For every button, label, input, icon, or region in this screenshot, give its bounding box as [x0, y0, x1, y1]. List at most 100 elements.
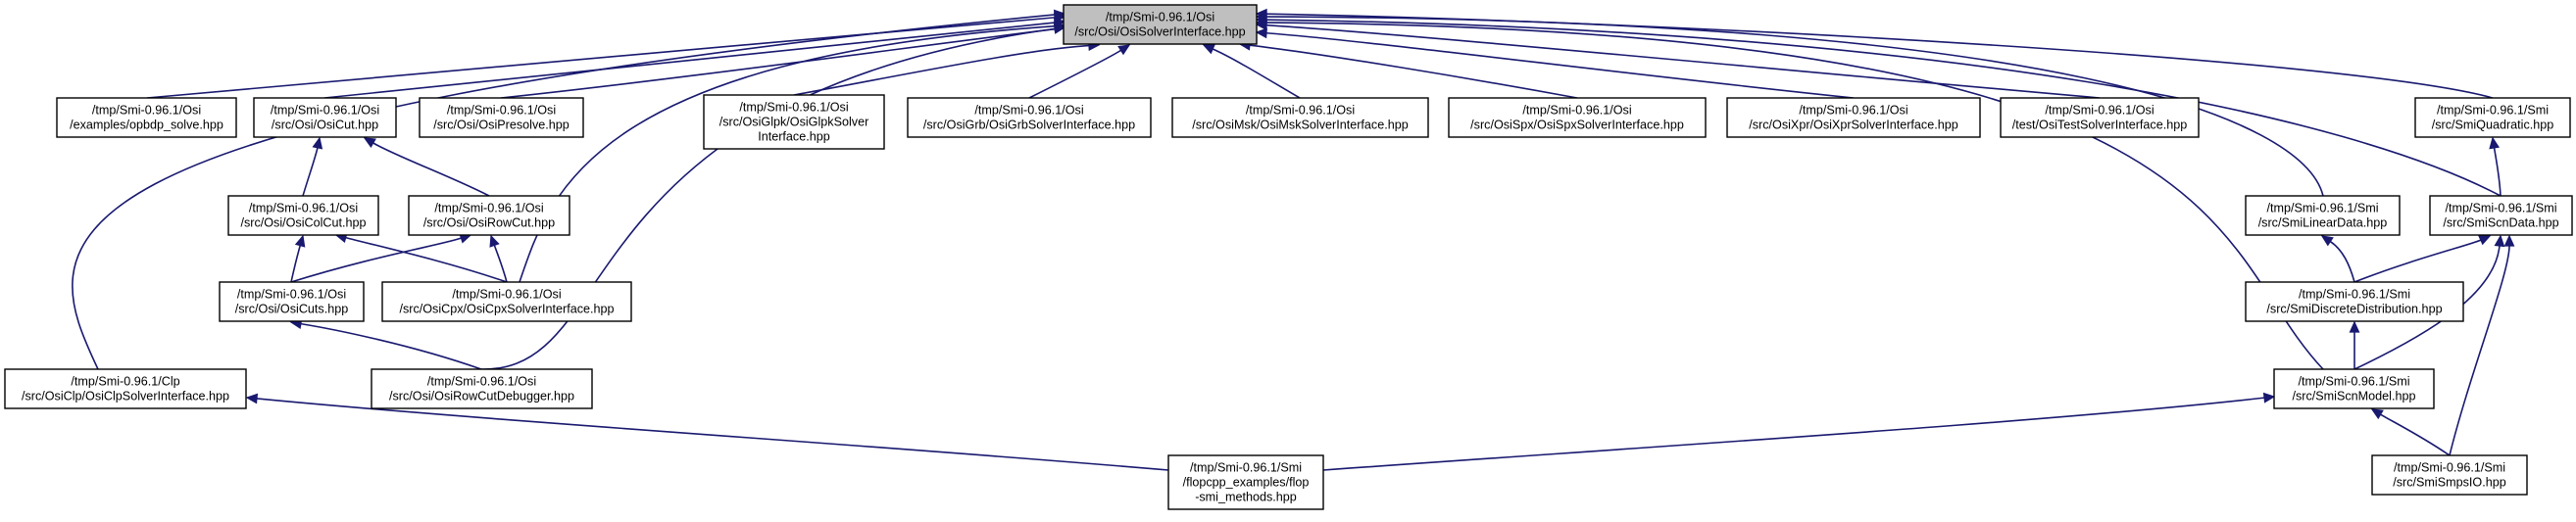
edge-msk-to-main — [1202, 44, 1301, 99]
node-test[interactable]: /tmp/Smi-0.96.1/Osi/test/OsiTestSolverIn… — [2000, 97, 2200, 138]
node-box — [227, 195, 379, 236]
node-lineardata[interactable]: /tmp/Smi-0.96.1/Smi/src/SmiLinearData.hp… — [2245, 195, 2401, 236]
node-label-line: /src/SmiScnData.hpp — [2443, 216, 2558, 230]
node-box — [2414, 97, 2571, 138]
edge-cuts-to-rowcut — [290, 233, 472, 283]
node-label-line: /src/Osi/OsiSolverInterface.hpp — [1074, 25, 1245, 39]
node-box — [56, 97, 237, 138]
node-label-line: /src/OsiGrb/OsiGrbSolverInterface.hpp — [923, 119, 1135, 132]
node-label-line: /src/Osi/OsiCuts.hpp — [235, 303, 348, 316]
edge-test-to-main — [1255, 20, 2101, 99]
node-discrete[interactable]: /tmp/Smi-0.96.1/Smi/src/SmiDiscreteDistr… — [2245, 281, 2464, 322]
node-rowcutdbg[interactable]: /tmp/Smi-0.96.1/Osi/src/Osi/OsiRowCutDeb… — [371, 368, 593, 409]
node-box — [381, 281, 632, 322]
node-box — [1167, 454, 1324, 510]
node-label-line: /tmp/Smi-0.96.1/Clp — [71, 375, 179, 389]
node-label-line: /src/Osi/OsiRowCutDebugger.hpp — [389, 390, 574, 403]
edge-presolve-to-main — [500, 22, 1078, 99]
node-label-line: /tmp/Smi-0.96.1/Osi — [447, 104, 556, 118]
arrowhead-icon — [2478, 235, 2492, 246]
edge-discrete-to-scndata — [2353, 235, 2492, 283]
node-label-line: /tmp/Smi-0.96.1/Osi — [249, 202, 358, 215]
node-label-line: /tmp/Smi-0.96.1/Osi — [452, 288, 561, 302]
node-flopc[interactable]: /tmp/Smi-0.96.1/Smi/flopcpp_examples/flo… — [1167, 454, 1324, 510]
node-box — [2273, 368, 2435, 409]
edge-line — [146, 17, 1056, 99]
node-rowcut[interactable]: /tmp/Smi-0.96.1/Osi/src/Osi/OsiRowCut.hp… — [408, 195, 570, 236]
node-smpsio[interactable]: /tmp/Smi-0.96.1/Smi/src/SmiSmpsIO.hpp — [2371, 454, 2528, 496]
node-box — [419, 97, 584, 138]
edge-line — [1265, 31, 1855, 99]
node-label-line: /examples/opbdp_solve.hpp — [70, 119, 223, 132]
edge-cpx-to-rowcut — [489, 234, 508, 283]
node-label-line: /tmp/Smi-0.96.1/Smi — [2445, 202, 2556, 215]
edge-line — [1265, 19, 2502, 197]
edge-line — [519, 24, 1056, 283]
edge-smpsio-to-scndata — [2449, 234, 2515, 456]
edge-line — [256, 398, 1169, 471]
node-main[interactable]: /tmp/Smi-0.96.1/Osi/src/Osi/OsiSolverInt… — [1063, 4, 1258, 45]
node-clp[interactable]: /tmp/Smi-0.96.1/Clp/src/OsiClp/OsiClpSol… — [4, 368, 247, 409]
node-label-line: /tmp/Smi-0.96.1/Osi — [1246, 104, 1355, 118]
node-colcut[interactable]: /tmp/Smi-0.96.1/Osi/src/Osi/OsiColCut.hp… — [227, 195, 379, 236]
edge-line — [72, 14, 1056, 370]
arrowhead-icon — [2262, 392, 2276, 403]
edge-cuts-to-colcut — [290, 234, 306, 283]
edge-rowcutdbg-to-cuts — [289, 318, 482, 370]
node-label-line: /tmp/Smi-0.96.1/Smi — [1190, 461, 1302, 475]
node-cuts[interactable]: /tmp/Smi-0.96.1/Osi/src/Osi/OsiCuts.hpp — [219, 281, 365, 322]
node-xpr[interactable]: /tmp/Smi-0.96.1/Osi/src/OsiXpr/OsiXprSol… — [1726, 97, 1981, 138]
edge-line — [1322, 397, 2265, 471]
node-scnmodel[interactable]: /tmp/Smi-0.96.1/Smi/src/SmiScnModel.hpp — [2273, 368, 2435, 409]
node-box — [2245, 281, 2464, 322]
node-glpk[interactable]: /tmp/Smi-0.96.1/Osi/src/OsiGlpk/OsiGlpkS… — [703, 94, 885, 150]
edge-rowcut-to-osicut — [363, 137, 490, 197]
edge-line — [493, 245, 508, 283]
arrowhead-icon — [245, 393, 259, 404]
node-label-line: Interface.hpp — [758, 130, 830, 144]
node-osicut[interactable]: /tmp/Smi-0.96.1/Osi/src/Osi/OsiCut.hpp — [253, 97, 397, 138]
node-msk[interactable]: /tmp/Smi-0.96.1/Osi/src/OsiMsk/OsiMskSol… — [1171, 97, 1429, 138]
edge-scnmodel-to-discrete — [2349, 320, 2360, 369]
edge-line — [1265, 16, 2324, 197]
arrowhead-icon — [2320, 235, 2334, 247]
node-label-line: /test/OsiTestSolverInterface.hpp — [2012, 119, 2188, 132]
edge-scndata-to-quad — [2489, 136, 2502, 197]
edge-spx-to-main — [1238, 39, 1578, 99]
node-spx[interactable]: /tmp/Smi-0.96.1/Osi/src/OsiSpx/OsiSpxSol… — [1448, 97, 1707, 138]
edge-colcut-to-osicut — [302, 136, 323, 197]
arrowhead-icon — [2494, 234, 2505, 248]
edge-rowcutdbg-to-main — [480, 24, 1066, 370]
edge-line — [2493, 147, 2502, 197]
node-quad[interactable]: /tmp/Smi-0.96.1/Smi/src/SmiQuadratic.hpp — [2414, 97, 2571, 138]
node-scndata[interactable]: /tmp/Smi-0.96.1/Smi/src/SmiScnData.hpp — [2429, 195, 2573, 236]
node-label-line: /src/OsiMsk/OsiMskSolverInterface.hpp — [1192, 119, 1408, 132]
node-grb[interactable]: /tmp/Smi-0.96.1/Osi/src/OsiGrb/OsiGrbSol… — [907, 97, 1152, 138]
edge-line — [302, 147, 319, 197]
edge-line — [1265, 24, 2101, 99]
node-presolve[interactable]: /tmp/Smi-0.96.1/Osi/src/Osi/OsiPresolve.… — [419, 97, 584, 138]
arrowhead-icon — [1053, 9, 1066, 21]
node-label-line: /tmp/Smi-0.96.1/Osi — [271, 104, 379, 118]
node-label-line: /src/Osi/OsiPresolve.hpp — [433, 119, 570, 132]
node-label-line: /tmp/Smi-0.96.1/Osi — [427, 375, 536, 389]
node-label-line: /tmp/Smi-0.96.1/Osi — [1799, 104, 1907, 118]
node-label-line: /tmp/Smi-0.96.1/Smi — [2299, 288, 2410, 302]
node-label-line: /tmp/Smi-0.96.1/Osi — [1522, 104, 1631, 118]
edge-opbdp-to-main — [146, 12, 1066, 99]
arrowhead-icon — [489, 234, 500, 248]
arrowhead-icon — [294, 234, 306, 248]
edge-smpsio-to-scnmodel — [2370, 408, 2451, 456]
node-label-line: /tmp/Smi-0.96.1/Osi — [739, 101, 848, 115]
node-label-line: /src/SmiQuadratic.hpp — [2432, 119, 2554, 132]
node-cpx[interactable]: /tmp/Smi-0.96.1/Osi/src/OsiCpx/OsiCpxSol… — [381, 281, 632, 322]
node-label-line: /tmp/Smi-0.96.1/Smi — [2298, 375, 2409, 389]
node-label-line: /tmp/Smi-0.96.1/Smi — [2437, 104, 2549, 118]
edge-osicut-to-main — [323, 17, 1066, 99]
node-label-line: /src/OsiCpx/OsiCpxSolverInterface.hpp — [399, 303, 614, 316]
node-box — [408, 195, 570, 236]
node-opbdp[interactable]: /tmp/Smi-0.96.1/Osi/examples/opbdp_solve… — [56, 97, 237, 138]
node-label-line: -smi_methods.hpp — [1195, 491, 1297, 504]
arrowhead-icon — [1117, 44, 1131, 56]
